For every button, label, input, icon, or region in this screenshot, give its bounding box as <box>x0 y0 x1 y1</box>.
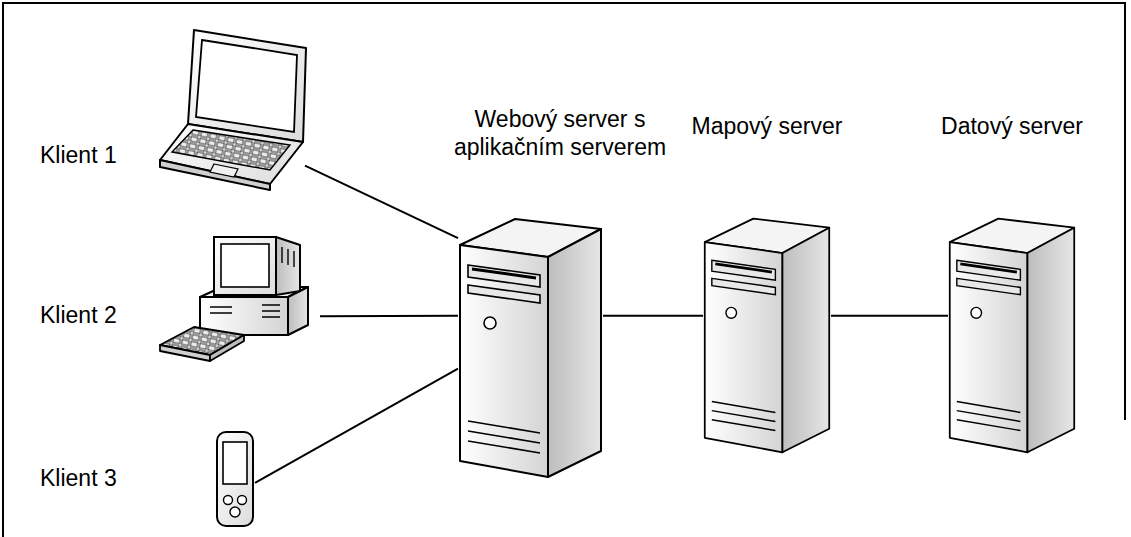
desktop-icon <box>160 237 308 361</box>
node-label: Klient 3 <box>40 464 117 492</box>
map-server: Mapový server <box>703 215 831 455</box>
web-server-icon <box>460 219 601 477</box>
laptop-icon <box>160 30 306 190</box>
pda-icon <box>217 432 253 526</box>
web-server: Webový server s aplikačním serverem <box>458 215 603 480</box>
data-server: Datový server <box>948 215 1076 455</box>
desktop-client: Klient 2 <box>158 233 320 363</box>
connector-line <box>831 315 948 317</box>
connector-line <box>255 369 458 483</box>
node-label: Klient 2 <box>40 301 117 329</box>
node-label: Klient 1 <box>40 141 117 169</box>
laptop-client: Klient 1 <box>158 28 308 190</box>
frame-line <box>3 3 1125 537</box>
node-label: Mapový server <box>667 112 867 140</box>
data-server-icon <box>950 219 1074 453</box>
node-label: Webový server s aplikačním serverem <box>425 105 695 161</box>
connector-line <box>305 166 458 238</box>
connector-line <box>603 315 703 317</box>
connector-line <box>320 315 458 318</box>
mobile-client: Klient 3 <box>215 430 255 528</box>
node-label: Datový server <box>912 112 1112 140</box>
map-server-icon <box>705 219 829 453</box>
